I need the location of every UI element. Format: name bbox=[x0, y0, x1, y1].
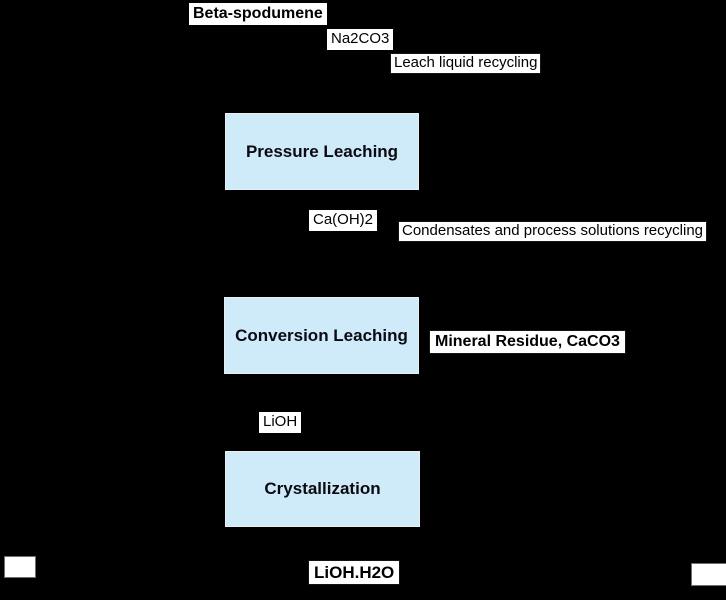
process-box-conversion-leaching: Conversion Leaching bbox=[224, 297, 419, 374]
recycle-label-condensates: Condensates and process solutions recycl… bbox=[398, 221, 708, 242]
process-box-pressure-leaching: Pressure Leaching bbox=[225, 113, 419, 190]
byproduct-label-mineral-residue: Mineral Residue, CaCO3 bbox=[429, 330, 626, 354]
process-box-label: Crystallization bbox=[264, 479, 381, 498]
reagent-label-na2co3: Na2CO3 bbox=[327, 29, 394, 50]
process-box-crystallization: Crystallization bbox=[225, 451, 420, 527]
process-box-label: Conversion Leaching bbox=[235, 325, 408, 345]
recycle-label-leach-liquid: Leach liquid recycling bbox=[390, 53, 542, 74]
process-box-label: Pressure Leaching bbox=[245, 141, 399, 161]
reagent-label-caoh2: Ca(OH)2 bbox=[309, 210, 378, 231]
corner-rectangle-left bbox=[4, 556, 36, 578]
product-label-lioh-h2o: LiOH.H2O bbox=[308, 560, 401, 586]
feed-label-beta-spodumene: Beta-spodumene bbox=[189, 3, 327, 25]
intermediate-label-lioh: LiOH bbox=[259, 412, 302, 433]
corner-rectangle-right bbox=[691, 563, 726, 586]
